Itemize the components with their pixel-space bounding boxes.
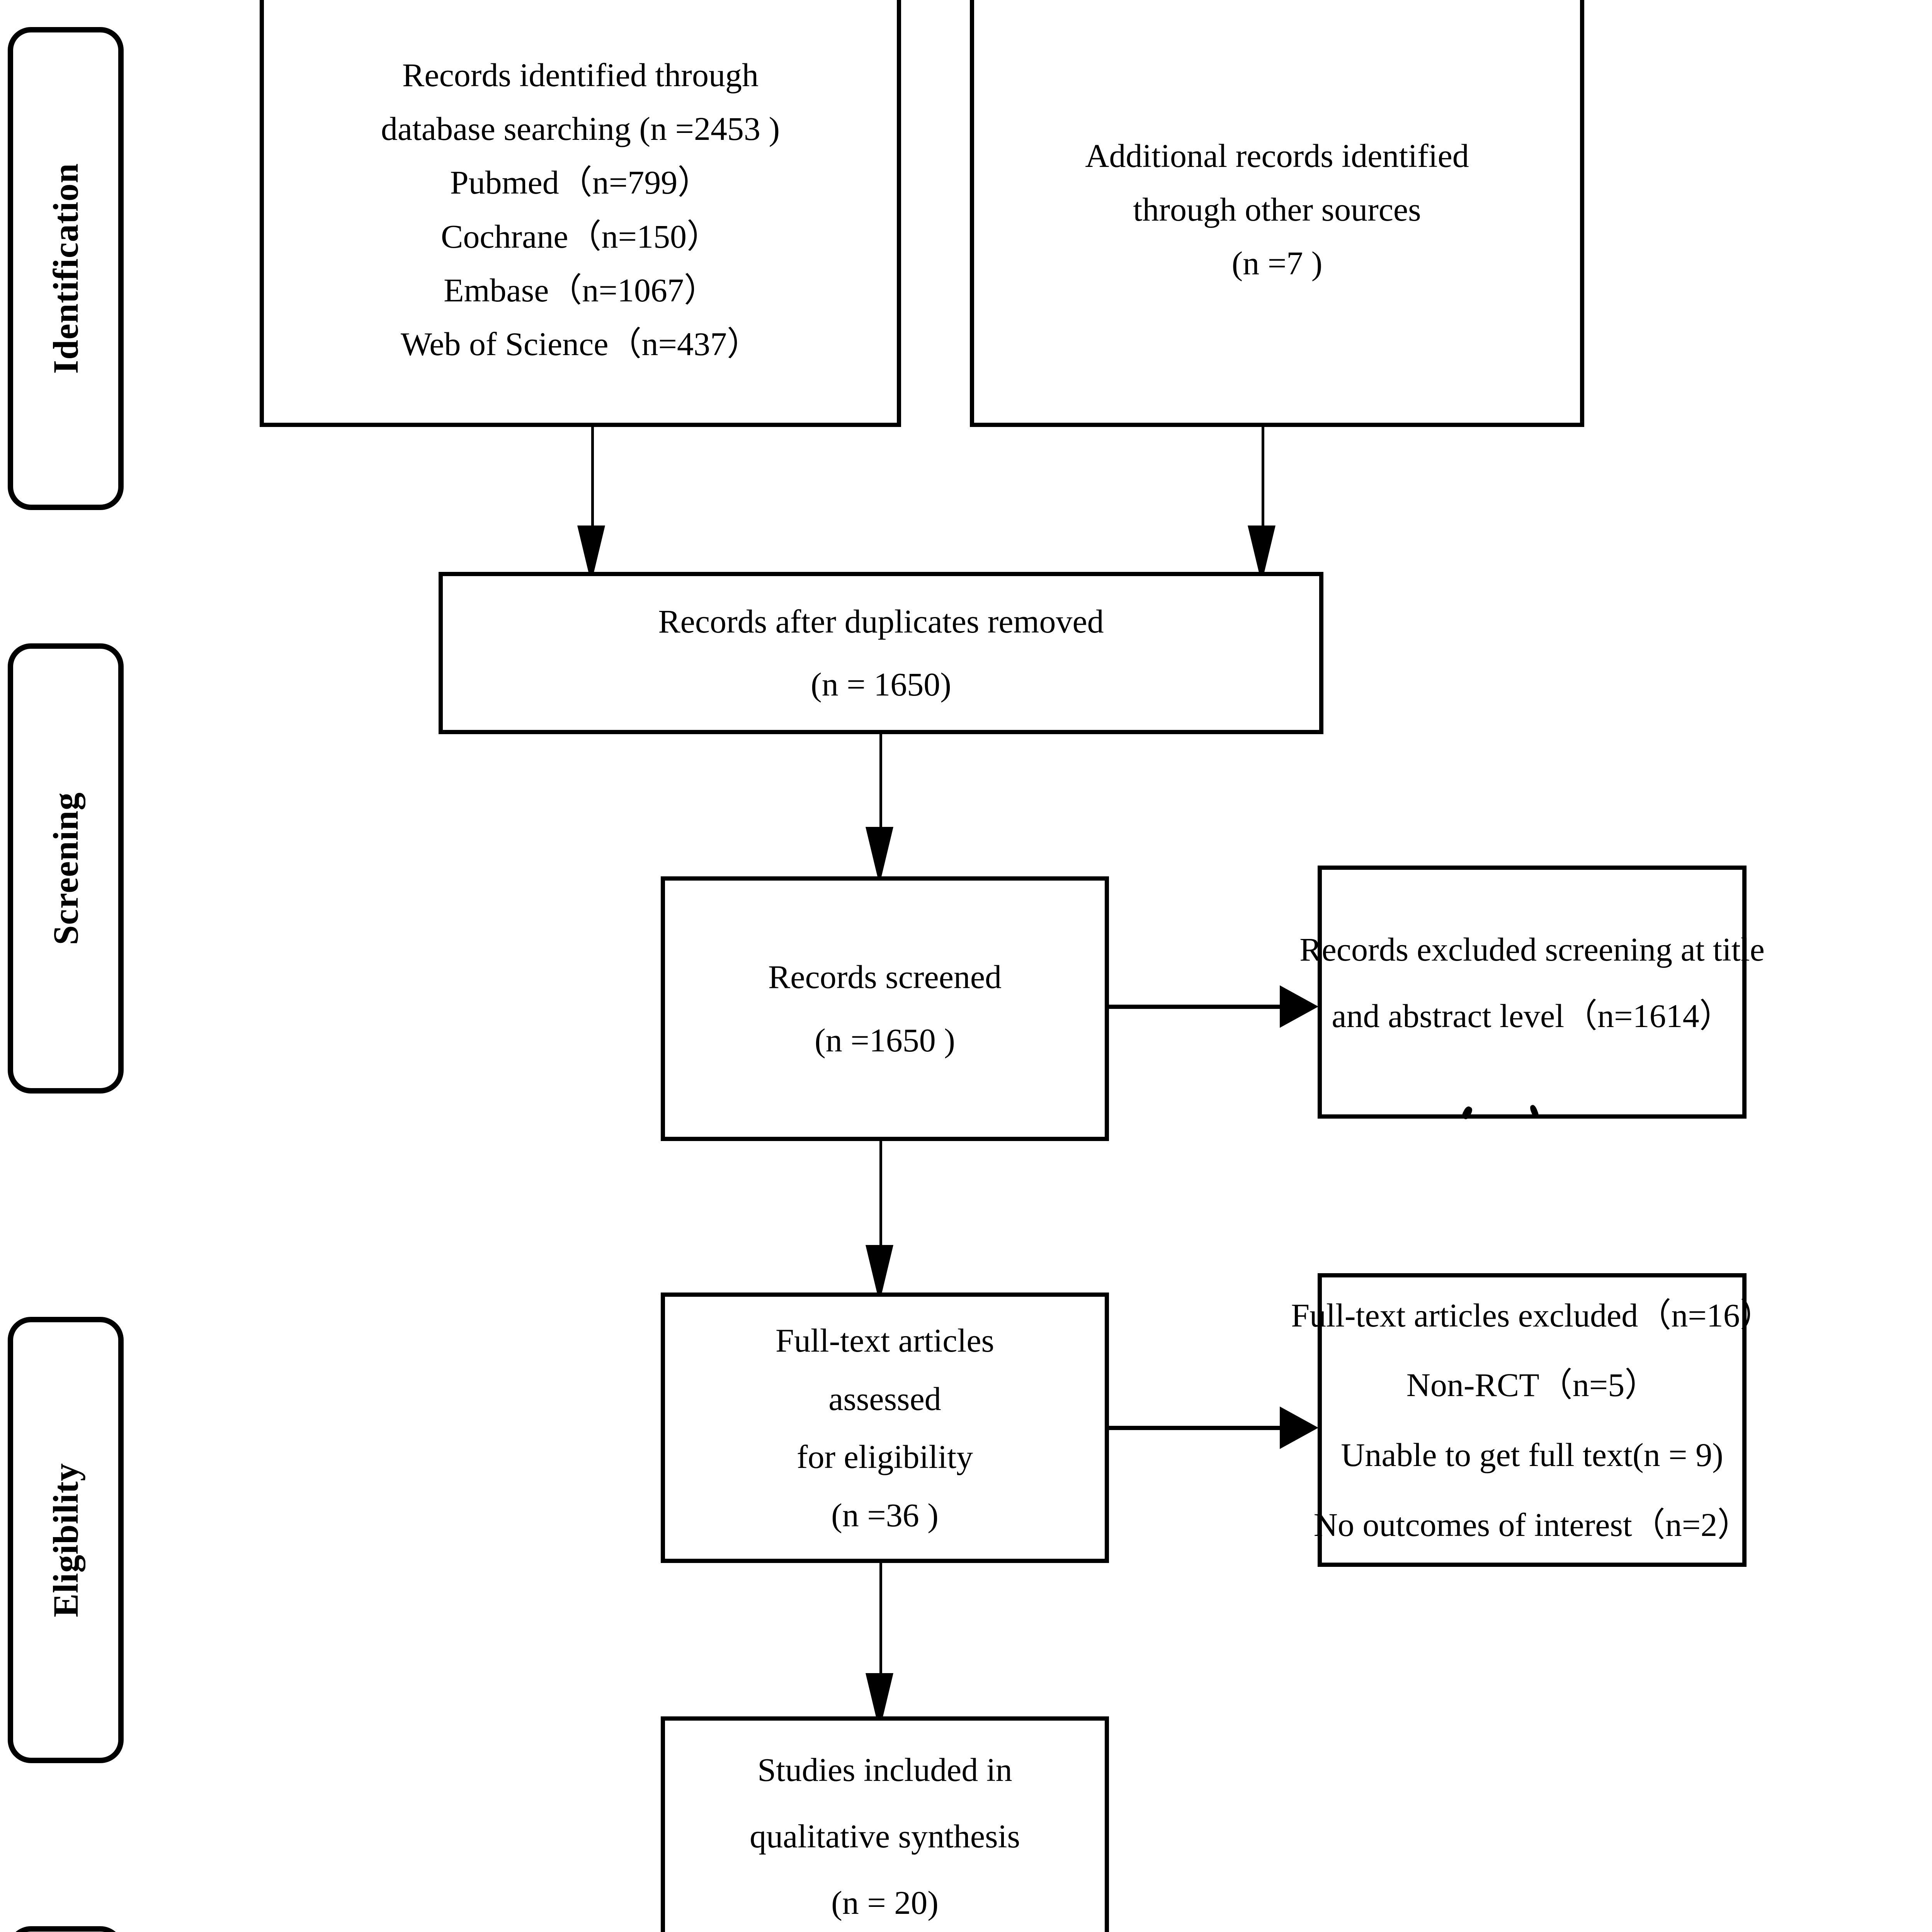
box-additional-records-other-sources: Additional records identified through ot… xyxy=(970,0,1584,427)
box-line: Full-text articles xyxy=(775,1322,994,1359)
box-line: qualitative synthesis xyxy=(750,1818,1020,1855)
box-line: Web of Science（n=437） xyxy=(400,325,760,363)
erased-text-artifact xyxy=(1529,1104,1540,1119)
connector-dbsearch-to-duplicates xyxy=(591,427,594,539)
box-line: Cochrane（n=150） xyxy=(440,218,720,255)
box-line: (n =1650 ) xyxy=(815,1021,955,1059)
erased-text-artifact xyxy=(1461,1105,1474,1121)
stage-label-identification: Identification xyxy=(8,27,124,510)
box-fulltext-assessed-eligibility: Full-text articles assessed for eligibil… xyxy=(661,1293,1109,1563)
box-line: No outcomes of interest（n=2） xyxy=(1313,1506,1751,1543)
connector-duplicates-to-screened xyxy=(879,734,882,842)
box-fulltext-articles-excluded: Full-text articles excluded（n=16） Non-RC… xyxy=(1291,1273,1773,1567)
box-studies-qualitative-synthesis: Studies included in qualitative synthesi… xyxy=(661,1716,1109,1932)
box-records-excluded-title-abstract: Records excluded screening at title and … xyxy=(1299,866,1765,1121)
box-records-after-duplicates-removed: Records after duplicates removed (n = 16… xyxy=(439,572,1323,734)
box-line: Records after duplicates removed xyxy=(658,602,1104,640)
box-line: (n =7 ) xyxy=(1231,245,1323,282)
box-line: Records identified through xyxy=(402,56,759,94)
arrow-screened-to-excluded xyxy=(1280,985,1318,1028)
box-line: assessed xyxy=(828,1380,941,1417)
arrow-duplicates-to-screened xyxy=(866,827,893,885)
connector-fulltext-to-excluded xyxy=(1109,1426,1281,1430)
connector-fulltext-to-qualitative xyxy=(879,1563,882,1694)
box-line: (n = 1650) xyxy=(811,666,951,703)
box-line: Records screened xyxy=(768,958,1002,996)
box-line: Non-RCT（n=5） xyxy=(1406,1366,1658,1404)
box-records-identified-database: Records identified through database sear… xyxy=(260,0,901,427)
box-records-screened: Records screened (n =1650 ) xyxy=(661,876,1109,1141)
box-line: Embase（n=1067） xyxy=(444,271,717,309)
box-line: Records excluded screening at title xyxy=(1299,931,1765,968)
box-line: through other sources xyxy=(1133,190,1421,228)
box-line: database searching (n =2453 ) xyxy=(381,110,780,147)
connector-screened-to-fulltext xyxy=(879,1141,882,1257)
stage-label-eligibility: Eligibility xyxy=(8,1317,124,1763)
box-line: Full-text articles excluded（n=16） xyxy=(1291,1296,1773,1334)
box-line: for eligibility xyxy=(796,1438,973,1475)
stage-label-screening-text: Screening xyxy=(46,792,85,945)
box-line: (n = 20) xyxy=(831,1884,939,1921)
stage-label-included: Included xyxy=(8,1926,124,1932)
connector-screened-to-excluded xyxy=(1109,1005,1281,1009)
box-line: Unable to get full text(n = 9) xyxy=(1341,1436,1723,1473)
stage-label-identification-text: Identification xyxy=(46,163,85,374)
box-line: (n =36 ) xyxy=(831,1496,939,1534)
box-line: and abstract level（n=1614） xyxy=(1332,997,1733,1034)
box-line: Pubmed（n=799） xyxy=(450,164,711,201)
box-line: Studies included in xyxy=(757,1751,1012,1788)
connector-othersources-to-duplicates xyxy=(1262,427,1264,539)
box-line: Additional records identified xyxy=(1085,137,1469,174)
stage-label-eligibility-text: Eligibility xyxy=(46,1463,85,1617)
stage-label-screening: Screening xyxy=(8,643,124,1094)
arrow-fulltext-to-excluded xyxy=(1280,1406,1318,1449)
